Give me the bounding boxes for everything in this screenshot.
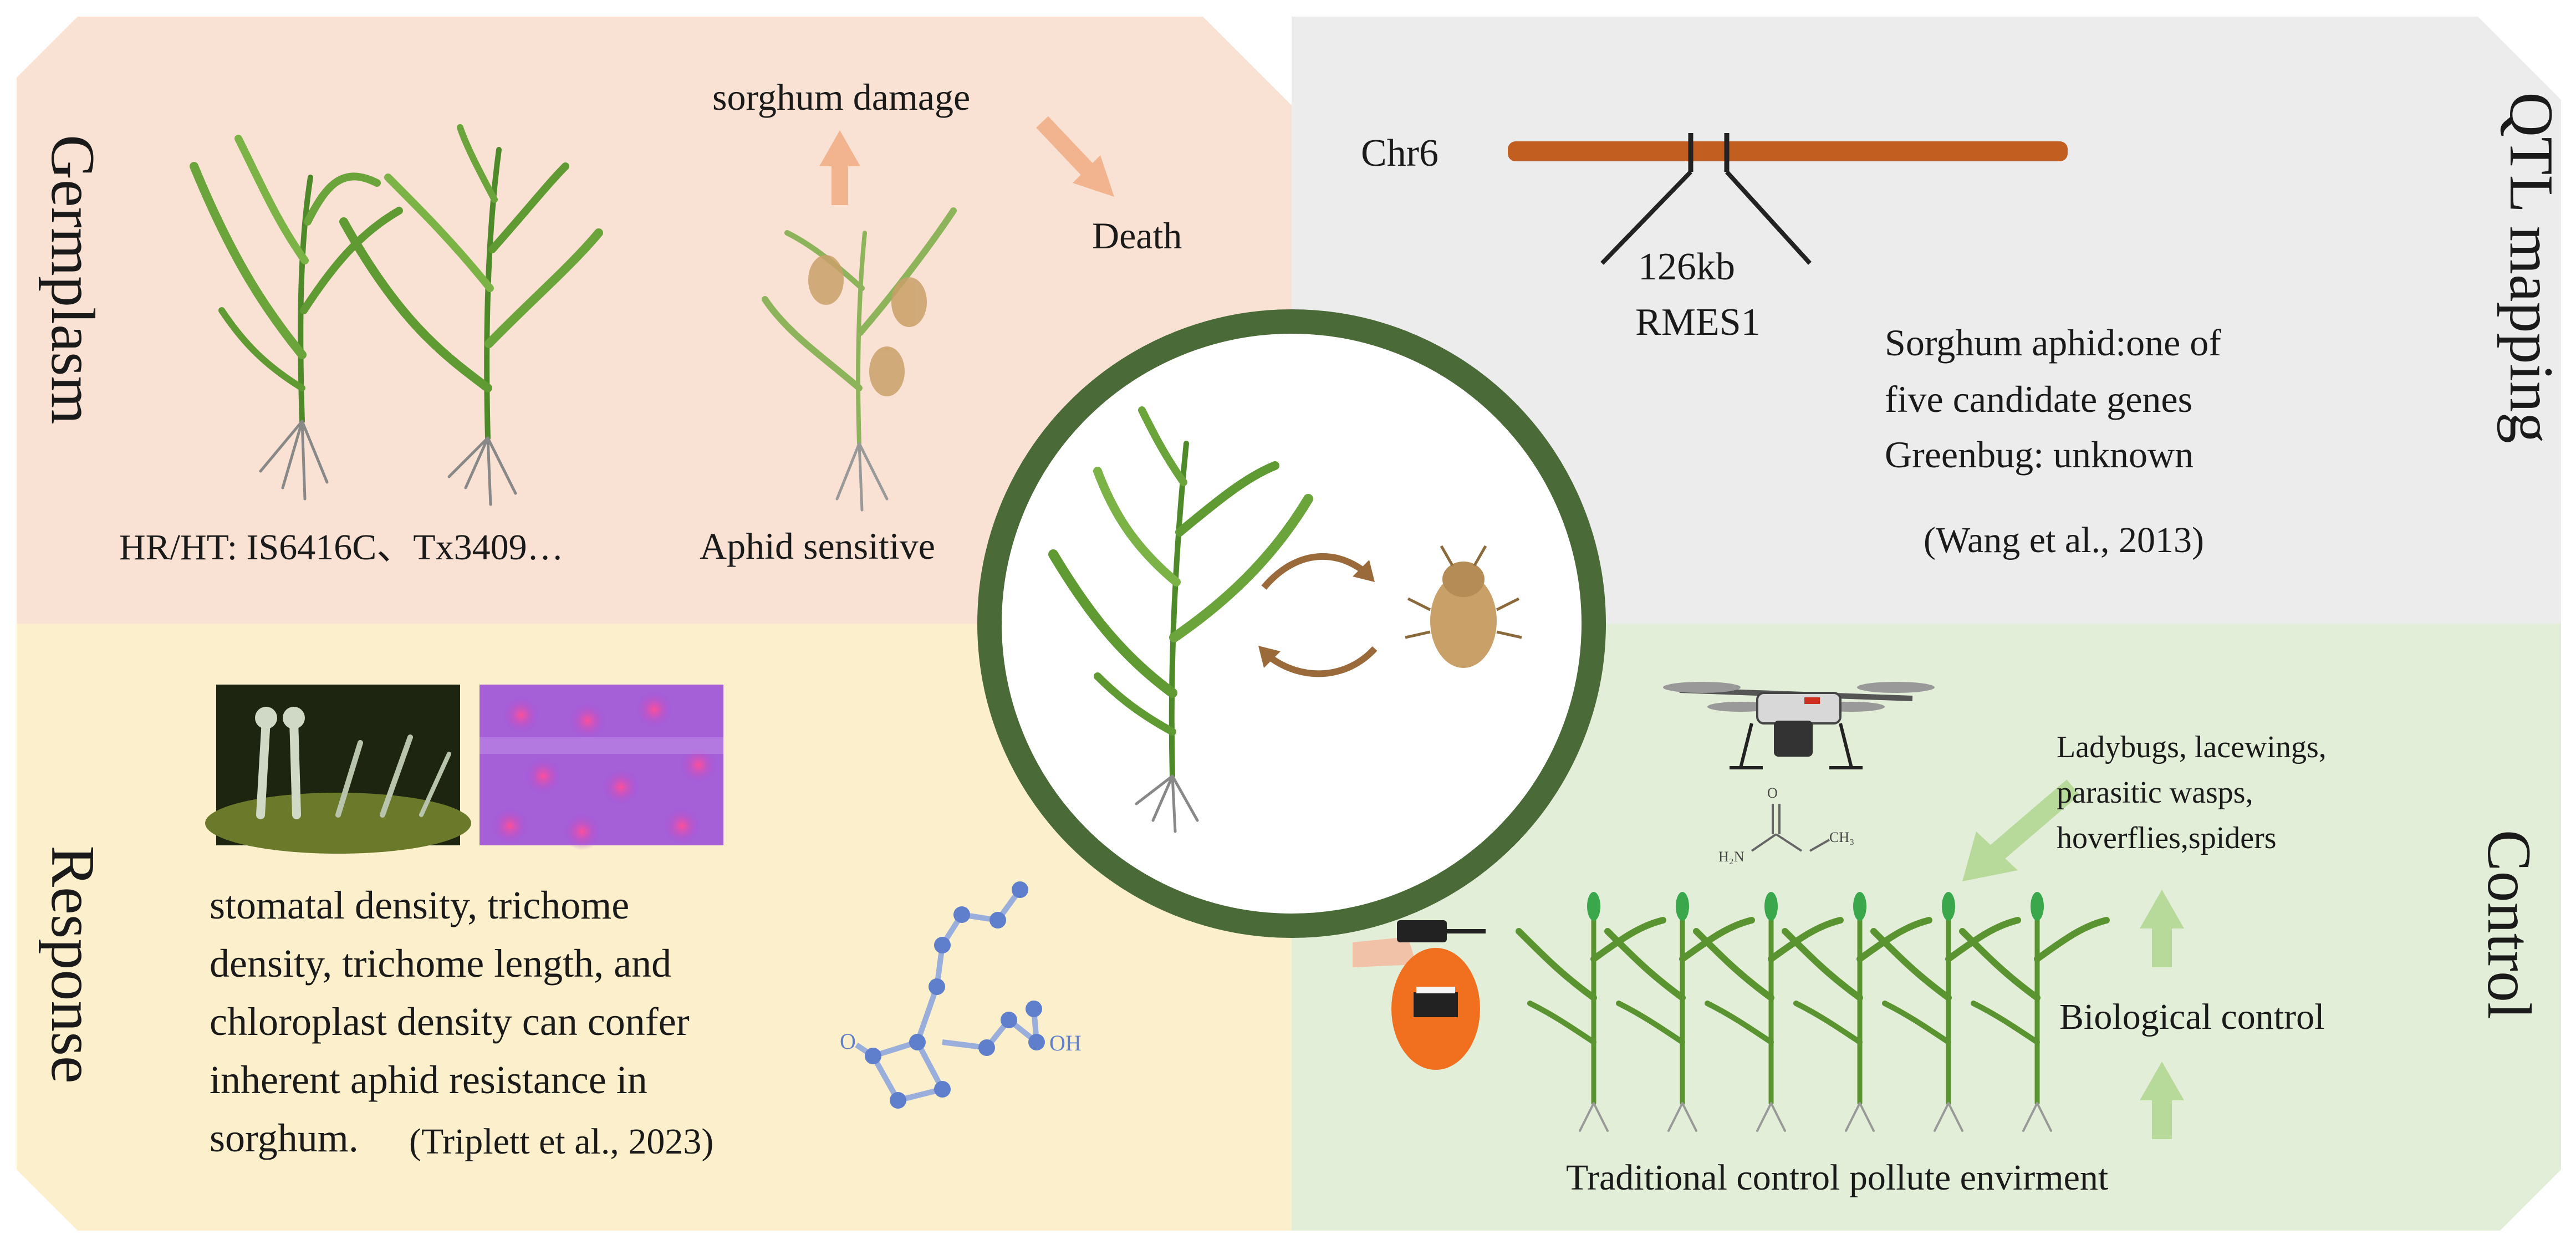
qtl-panel bbox=[1292, 17, 2561, 624]
natural-enemies-line: hoverflies,spiders bbox=[2057, 821, 2277, 855]
gene-label: RMES1 bbox=[1635, 301, 1761, 344]
up-arrow-icon bbox=[2140, 890, 2184, 967]
germplasm-panel bbox=[17, 17, 1292, 624]
qtl-note-line: Sorghum aphid:one of bbox=[1885, 322, 2221, 364]
zoom-line-right bbox=[1725, 170, 1812, 265]
aphid-icon bbox=[1405, 545, 1522, 668]
qtl-note-line: five candidate genes bbox=[1885, 378, 2193, 420]
drone-icon bbox=[1663, 682, 1935, 769]
natural-enemies-line: parasitic wasps, bbox=[2057, 775, 2253, 810]
cycle-arrow-icon bbox=[1267, 646, 1378, 677]
molecule-atom-label: OH bbox=[1049, 1030, 1082, 1055]
qtl-citation: (Wang et al., 2013) bbox=[1924, 520, 2205, 560]
sorghum-plant-icon bbox=[339, 124, 603, 506]
molecule-atom-label: H₂N bbox=[1718, 849, 1744, 865]
up-arrow-icon bbox=[2140, 1062, 2184, 1139]
response-text-line: sorghum. bbox=[210, 1116, 359, 1160]
damage-label: sorghum damage bbox=[712, 76, 971, 118]
diagonal-arrow-icon bbox=[1962, 779, 2080, 881]
molecule-atoms bbox=[865, 881, 1045, 1109]
response-text-line: density, trichome length, and bbox=[210, 941, 672, 986]
sprayer-icon bbox=[1353, 920, 1486, 1070]
biological-control-label: Biological control bbox=[2059, 997, 2325, 1037]
traditional-control-label: Traditional control pollute envirment bbox=[1566, 1157, 2109, 1198]
center-ring bbox=[977, 309, 1606, 938]
molecule-atom-label: O bbox=[1767, 785, 1778, 801]
cycle-arrow-icon bbox=[1261, 553, 1366, 590]
aphid-icon bbox=[808, 255, 927, 396]
zoom-line-left bbox=[1600, 170, 1692, 265]
up-arrow-icon bbox=[819, 130, 860, 205]
sorghum-plant-icon bbox=[762, 207, 957, 512]
response-text-line: stomatal density, trichome bbox=[210, 883, 630, 927]
molecule-atom-label: O bbox=[840, 1029, 856, 1054]
response-text-line: inherent aphid resistance in bbox=[210, 1058, 647, 1102]
molecule-atom-label: CH₃ bbox=[1829, 829, 1855, 845]
qtl-note-line: Greenbug: unknown bbox=[1885, 433, 2194, 476]
response-text-line: chloroplast density can confer bbox=[210, 999, 690, 1044]
natural-enemies-line: Ladybugs, lacewings, bbox=[2057, 730, 2327, 764]
sorghum-plant-icon bbox=[190, 135, 403, 501]
control-panel bbox=[1292, 624, 2561, 1231]
chloroplast-micrograph bbox=[480, 685, 723, 850]
death-label: Death bbox=[1092, 215, 1182, 257]
trichome-micrograph bbox=[205, 685, 471, 854]
region-size-label: 126kb bbox=[1638, 246, 1735, 288]
response-title: Response bbox=[38, 845, 107, 1084]
response-citation: (Triplett et al., 2023) bbox=[409, 1121, 714, 1162]
chromosome-label: Chr6 bbox=[1361, 132, 1439, 175]
qtl-title: QTL mapping bbox=[2497, 92, 2565, 443]
resistant-germplasm-label: HR/HT: IS6416C、Tx3409… bbox=[119, 527, 564, 568]
cycle-arrow-head bbox=[1353, 560, 1375, 582]
sorghum-row-icon bbox=[1516, 892, 2110, 1132]
sorghum-plant-icon bbox=[1048, 406, 1313, 833]
carbamate-molecule-icon bbox=[1751, 804, 1830, 852]
germplasm-title: Germplasm bbox=[38, 135, 107, 425]
chromosome-bar bbox=[1508, 141, 2068, 161]
sensitive-label: Aphid sensitive bbox=[700, 525, 935, 567]
diagonal-arrow-icon bbox=[1036, 116, 1114, 197]
cycle-arrow-head bbox=[1258, 646, 1281, 668]
control-title: Control bbox=[2475, 829, 2543, 1020]
